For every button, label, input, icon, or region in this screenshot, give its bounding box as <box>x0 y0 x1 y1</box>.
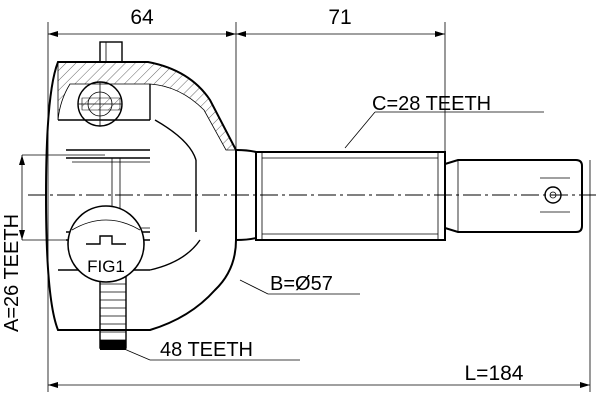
extension-lines <box>47 22 591 392</box>
shaft <box>255 151 446 241</box>
dimension-overall-length: L=184 <box>465 362 524 385</box>
figure-label: FIG1 <box>87 257 125 276</box>
top-stub <box>99 41 123 63</box>
callout-spline-c: C=28 TEETH <box>372 93 491 115</box>
dimension-shaft-length: 71 <box>328 6 351 29</box>
top-dimension-line <box>48 31 445 37</box>
inner-race <box>77 81 123 127</box>
leader-lines <box>121 111 544 361</box>
bottom-dimension-line <box>48 382 590 388</box>
callout-inner-spline-a: A=26 TEETH <box>1 214 23 332</box>
callout-diameter-b: B=Ø57 <box>270 273 333 295</box>
callout-abs-ring: 48 TEETH <box>160 339 253 361</box>
dimension-housing-length: 64 <box>130 6 154 29</box>
stub-end <box>444 159 583 233</box>
fig1-detail <box>67 205 145 283</box>
